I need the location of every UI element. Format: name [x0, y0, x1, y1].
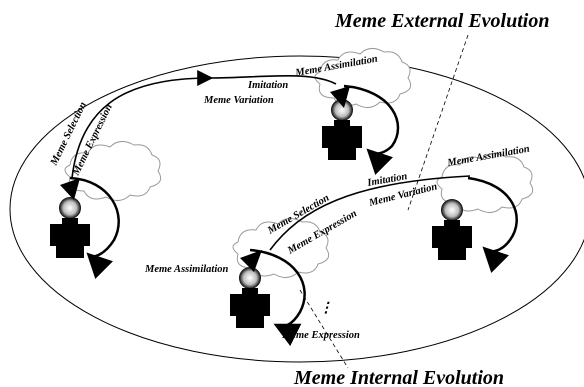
cycle-arrow-icon: [467, 176, 518, 273]
person-icon: [432, 199, 472, 260]
external-evolution-title: Meme External Evolution: [334, 10, 549, 32]
population-ellipse: [9, 55, 584, 363]
cycle-arrow-icon: [343, 84, 400, 175]
cycle-arrow-icon: [249, 248, 306, 347]
transmission-arrow-mid: [269, 175, 471, 251]
internal-evolution-title: Meme Internal Evolution: [293, 367, 504, 387]
receive-pointer: [330, 86, 350, 108]
internal-boundary-line: [299, 289, 349, 369]
ellipsis-dots: ⋮: [319, 301, 333, 316]
person-icon: [230, 267, 270, 328]
center-assimilation-label: Meme Assimilation: [144, 264, 228, 275]
mid-imitation-label: Imitation: [366, 171, 409, 189]
receive-pointer: [240, 250, 262, 272]
cycle-arrow-icon: [69, 176, 120, 279]
center-expression-label: Meme Expression: [281, 330, 360, 341]
top-imitation-label: Imitation: [247, 80, 288, 91]
top-variation-label: Meme Variation: [203, 95, 274, 106]
person-icon: [50, 197, 90, 258]
person-icon: [322, 99, 362, 160]
receive-pointer: [60, 178, 80, 200]
transmission-line-top: [209, 74, 337, 85]
thought-cloud-icon: [64, 141, 162, 201]
transmission-arrow-top: [71, 70, 214, 179]
